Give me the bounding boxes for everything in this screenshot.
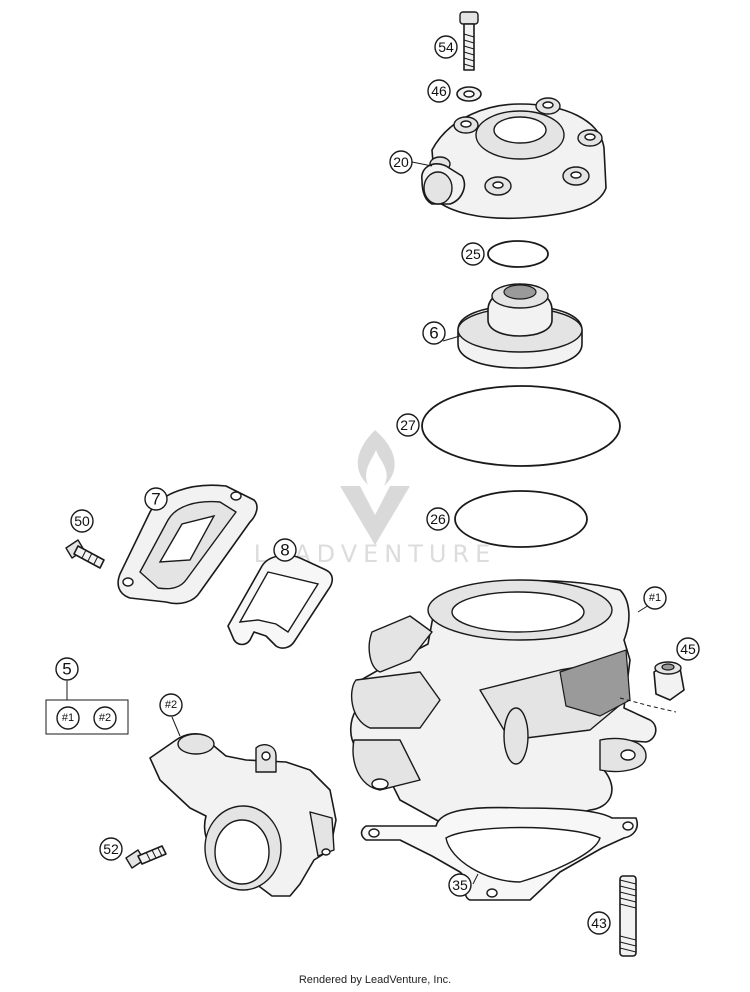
callout-25: 25 (461, 242, 485, 266)
svg-text:46: 46 (431, 83, 447, 99)
part-7-intake-cover (117, 484, 258, 605)
svg-text:5: 5 (62, 660, 71, 679)
callout-46: 46 (427, 79, 451, 103)
svg-text:#1: #1 (62, 712, 74, 724)
callout-1: #1 (643, 586, 667, 610)
svg-text:20: 20 (393, 154, 409, 170)
part-26-o-ring (454, 490, 588, 548)
part-54-bolt (459, 11, 479, 71)
callout-35: 35 (448, 873, 472, 897)
part-25-o-ring (487, 240, 549, 268)
callout-43: 43 (587, 911, 611, 935)
part-2-intake-flange (149, 733, 337, 897)
svg-text:35: 35 (452, 877, 468, 893)
svg-text:#2: #2 (165, 699, 177, 711)
svg-text:#2: #2 (99, 712, 111, 724)
nut-dashed-leader (619, 697, 677, 713)
svg-text:26: 26 (430, 511, 446, 527)
callout-7: 7 (144, 487, 168, 511)
part-20-cylinder-head (421, 97, 607, 220)
svg-text:8: 8 (280, 541, 289, 560)
callout-20: 20 (389, 150, 413, 174)
svg-text:6: 6 (429, 324, 438, 343)
callout-5-kit-1: #1 (56, 706, 80, 730)
footer-credit: Rendered by LeadVenture, Inc. (298, 974, 452, 986)
part-50-bolt (65, 539, 105, 569)
callout-26: 26 (426, 507, 450, 531)
callout-6: 6 (422, 321, 446, 345)
svg-text:7: 7 (151, 490, 160, 509)
callout-45: 45 (676, 637, 700, 661)
svg-text:27: 27 (400, 417, 416, 433)
svg-text:54: 54 (438, 39, 454, 55)
callout-2: #2 (159, 693, 183, 717)
svg-text:45: 45 (680, 641, 696, 657)
callout-52: 52 (99, 837, 123, 861)
part-1-cylinder (349, 579, 657, 831)
callout-5-kit-2: #2 (93, 706, 117, 730)
callout-5: 5 (55, 657, 79, 681)
svg-text:#1: #1 (649, 592, 661, 604)
callout-27: 27 (396, 413, 420, 437)
kit-5-group-box (45, 699, 129, 735)
part-27-o-ring (421, 385, 621, 467)
part-8-intake-gasket (227, 554, 334, 649)
svg-text:25: 25 (465, 246, 481, 262)
part-52-bolt (125, 845, 167, 869)
part-43-stud (619, 875, 637, 957)
svg-text:50: 50 (74, 513, 90, 529)
part-6-combustion-insert (457, 283, 583, 369)
callout-50: 50 (70, 509, 94, 533)
callout-54: 54 (434, 35, 458, 59)
part-45-nut (653, 661, 685, 701)
callout-8: 8 (273, 538, 297, 562)
svg-text:43: 43 (591, 915, 607, 931)
part-35-base-gasket (360, 806, 639, 901)
svg-text:52: 52 (103, 841, 119, 857)
part-46-washer (456, 86, 482, 102)
